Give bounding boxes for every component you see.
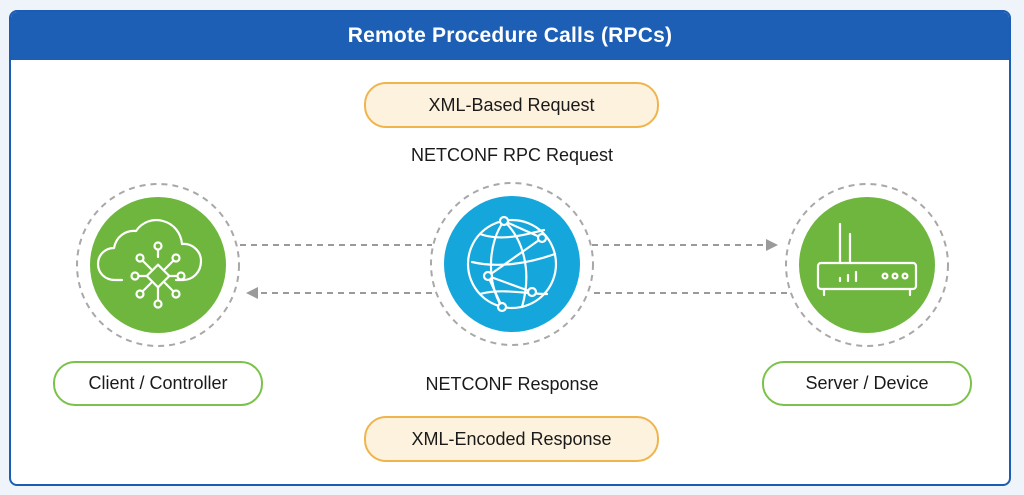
diagram-frame: Remote Procedure Calls (RPCs) [9, 10, 1011, 486]
server-node [785, 183, 949, 347]
center-node [430, 182, 594, 346]
router-icon [816, 222, 918, 297]
xml-response-pill: XML-Encoded Response [364, 416, 659, 462]
cloud-network-icon [96, 218, 203, 309]
netconf-response-label: NETCONF Response [425, 374, 599, 394]
diagram-canvas: XML-Based Request NETCONF RPC Request Cl… [11, 12, 1009, 484]
netconf-rpc-request-label: NETCONF RPC Request [410, 145, 614, 165]
diagram-title: Remote Procedure Calls (RPCs) [11, 12, 1009, 60]
client-label: Client / Controller [53, 361, 263, 406]
globe-network-icon [466, 215, 558, 313]
client-node [76, 183, 240, 347]
server-label: Server / Device [762, 361, 972, 406]
diagram-graphics [76, 182, 949, 347]
xml-request-pill: XML-Based Request [364, 82, 659, 128]
